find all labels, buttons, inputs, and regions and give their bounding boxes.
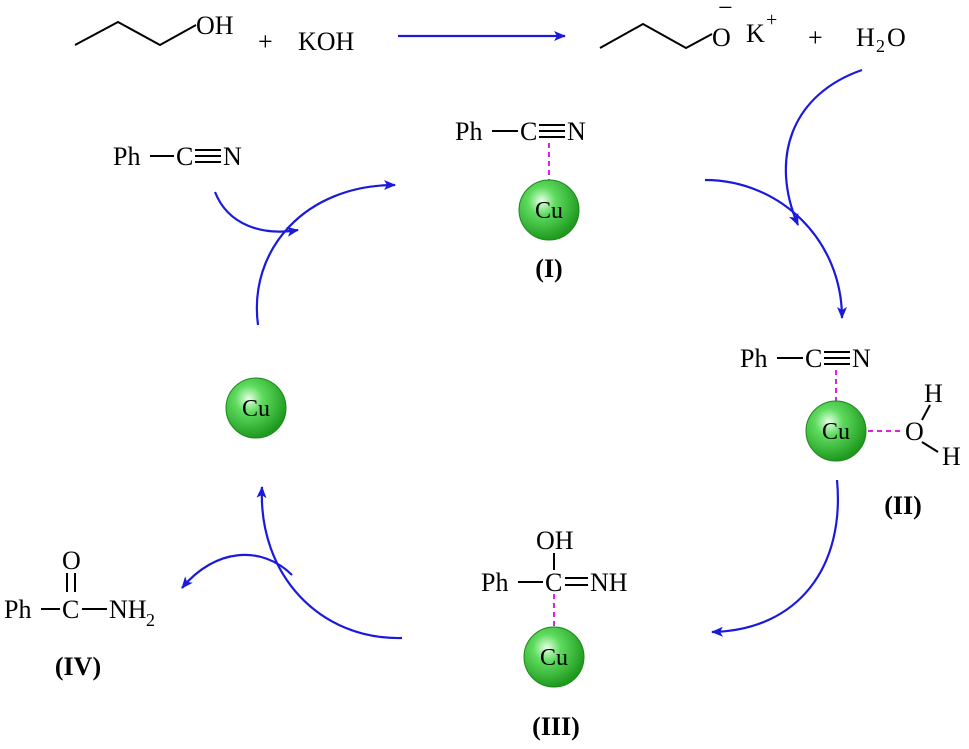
- species-iii-label: (III): [532, 712, 580, 741]
- plus-sign-2: +: [808, 23, 823, 52]
- o-h-bond: [921, 441, 939, 453]
- species-iv-nh-sub: 2: [146, 610, 155, 630]
- potassium-plus: +: [766, 9, 777, 31]
- propanol-oh: OH: [196, 11, 234, 40]
- water-o: O: [887, 23, 906, 52]
- species-ii: Ph C N Cu O H H (II): [740, 344, 961, 520]
- species-ii-n: N: [852, 344, 871, 373]
- arrow-iii-to-cu: [256, 486, 403, 640]
- arrow-water-incoming: [784, 68, 863, 226]
- species-iii-c: C: [545, 568, 562, 597]
- catalyst-cu: Cu: [242, 396, 270, 422]
- species-ii-ph: Ph: [740, 344, 767, 373]
- species-iii-ph: Ph: [481, 568, 508, 597]
- species-i-cu: Cu: [535, 198, 563, 224]
- propanol: OH: [74, 11, 234, 47]
- plus-sign-1: +: [258, 27, 273, 56]
- species-i-ph: Ph: [455, 117, 482, 146]
- water-product: H 2 O: [856, 23, 906, 56]
- species-ii-cu-sphere: [805, 400, 867, 462]
- arrow-i-to-ii: [704, 178, 847, 319]
- species-iv-label: (IV): [55, 652, 101, 681]
- propoxide: O − K +: [599, 0, 777, 52]
- propoxide-minus: −: [718, 0, 733, 22]
- species-iii: OH Ph C NH Cu (III): [481, 526, 628, 741]
- species-ii-water-h1: H: [924, 379, 943, 408]
- species-ii-c: C: [805, 344, 822, 373]
- nitrile-c: C: [176, 142, 193, 171]
- propoxide-chain: [599, 22, 713, 50]
- species-ii-label: (II): [884, 491, 922, 520]
- nitrile-n: N: [223, 142, 242, 171]
- potassium: K: [746, 19, 765, 48]
- propoxide-o: O: [712, 23, 731, 52]
- species-iii-oh: OH: [536, 526, 574, 555]
- benzonitrile: Ph C N: [113, 142, 242, 171]
- species-iv-nh: NH: [109, 595, 147, 624]
- catalyst: Cu: [225, 377, 287, 439]
- species-i: Ph C N Cu (I): [455, 117, 586, 283]
- species-iv: O Ph C NH 2 (IV): [4, 546, 155, 681]
- o-h-bond: [921, 404, 931, 421]
- species-i-label: (I): [535, 254, 562, 283]
- species-iv-ph: Ph: [4, 595, 31, 624]
- species-iii-cu-sphere: [523, 626, 585, 688]
- species-iv-o: O: [62, 546, 81, 575]
- species-ii-cu: Cu: [822, 419, 850, 445]
- water-sub-2: 2: [876, 36, 885, 56]
- arrow-product-release: [181, 553, 293, 589]
- catalyst-cu-sphere: [225, 377, 287, 439]
- propanol-chain: [74, 20, 197, 47]
- nitrile-ph: Ph: [113, 142, 140, 171]
- arrow-ii-to-iii: [711, 479, 839, 637]
- species-iv-c: C: [62, 595, 79, 624]
- species-iii-nh: NH: [590, 568, 628, 597]
- species-i-c: C: [520, 117, 537, 146]
- species-i-cu-sphere: [518, 179, 580, 241]
- arrow-nitrile-incoming: [213, 191, 299, 237]
- water-h: H: [856, 23, 875, 52]
- species-iii-cu: Cu: [540, 645, 568, 671]
- koh: KOH: [298, 27, 355, 56]
- species-ii-water-h2: H: [942, 442, 961, 471]
- species-ii-water-o: O: [905, 417, 924, 446]
- species-i-n: N: [567, 117, 586, 146]
- arrow-cu-to-i: [255, 180, 396, 326]
